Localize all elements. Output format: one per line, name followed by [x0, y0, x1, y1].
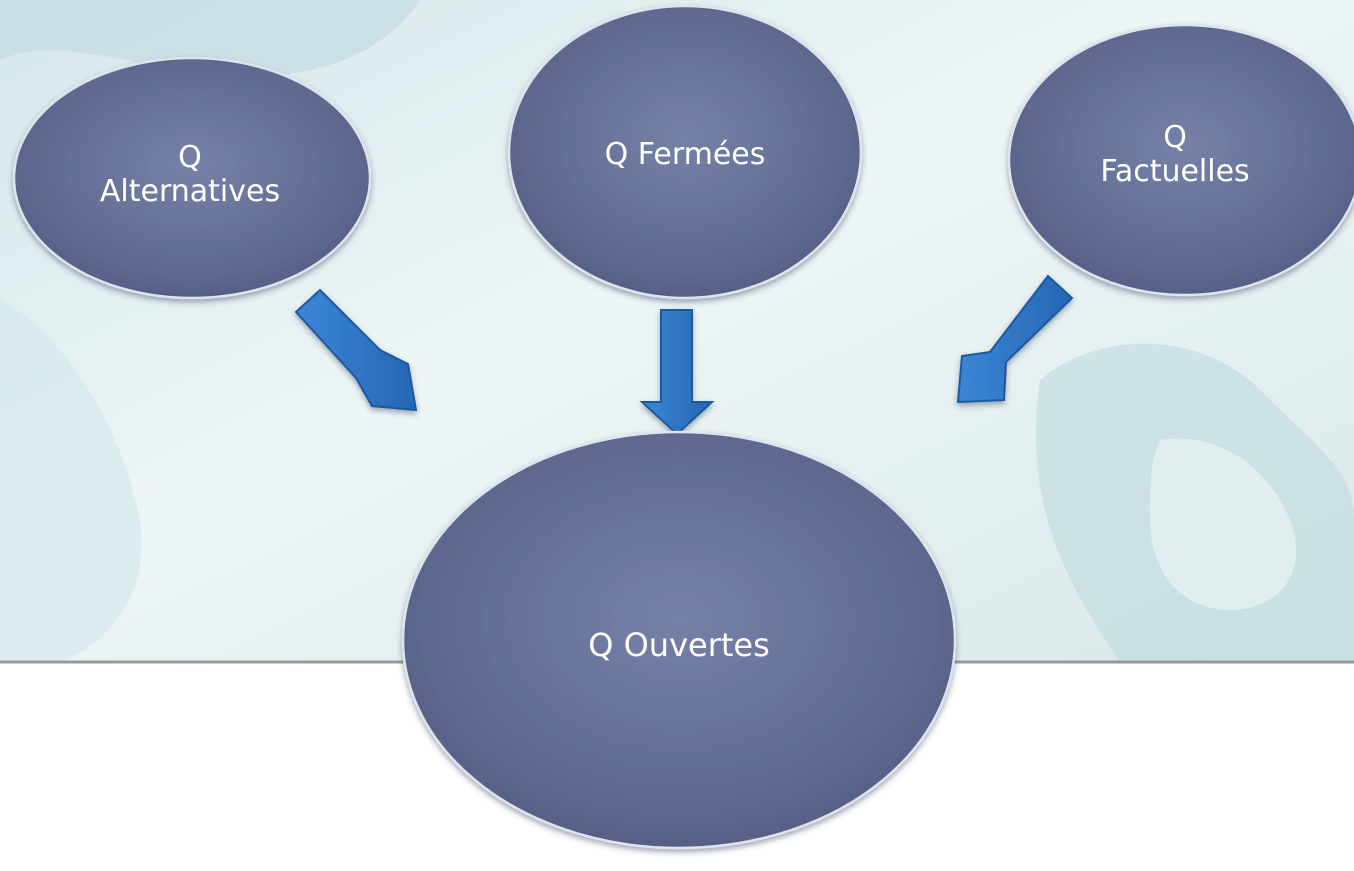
arrow-from-factuelles	[956, 274, 1074, 404]
background-shape-hand	[1150, 438, 1297, 610]
node-alternatives	[12, 56, 372, 300]
node-fermees	[507, 4, 863, 300]
arrow-from-fermees	[639, 309, 715, 436]
background-shape-left	[0, 300, 142, 662]
background-shape-top	[0, 0, 420, 77]
arrow-from-alternatives	[294, 288, 418, 412]
node-factuelles	[1007, 23, 1354, 297]
node-ouvertes	[401, 430, 957, 850]
